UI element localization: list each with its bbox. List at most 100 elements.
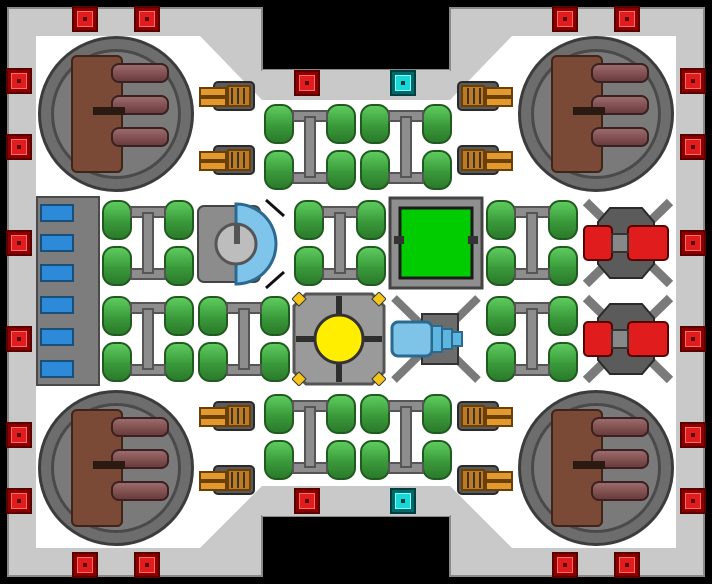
gun-barrel bbox=[199, 97, 227, 107]
connector-port[interactable] bbox=[680, 68, 706, 94]
connector-port[interactable] bbox=[72, 6, 98, 32]
large-thruster[interactable] bbox=[518, 36, 674, 192]
autocannon[interactable] bbox=[452, 394, 514, 438]
tank-cylinder bbox=[356, 200, 386, 240]
tank-pipe bbox=[400, 116, 412, 178]
reactor-bolt bbox=[292, 371, 307, 386]
thruster-nozzle bbox=[591, 63, 649, 83]
laser-coupler bbox=[611, 233, 629, 253]
tank-pipe bbox=[526, 308, 538, 370]
autocannon[interactable] bbox=[198, 74, 260, 118]
autocannon[interactable] bbox=[452, 458, 514, 502]
connector-port[interactable] bbox=[6, 230, 32, 256]
battery-bank[interactable] bbox=[36, 196, 100, 386]
connector-port[interactable] bbox=[680, 134, 706, 160]
ion-coil bbox=[451, 331, 463, 347]
autocannon[interactable] bbox=[452, 74, 514, 118]
fuel-tank[interactable] bbox=[100, 196, 194, 290]
connector-port[interactable] bbox=[680, 230, 706, 256]
tank-cylinder bbox=[102, 200, 132, 240]
battery-cell bbox=[40, 296, 74, 314]
autocannon[interactable] bbox=[198, 138, 260, 182]
laser-turret[interactable] bbox=[580, 196, 676, 290]
tank-pipe bbox=[304, 406, 316, 468]
large-thruster[interactable] bbox=[38, 390, 194, 546]
reactor-conduit bbox=[296, 336, 314, 342]
thruster-slot bbox=[93, 107, 125, 115]
fuel-tank[interactable] bbox=[484, 292, 578, 386]
connector-port[interactable] bbox=[294, 488, 320, 514]
connector-port[interactable] bbox=[6, 326, 32, 352]
tank-cylinder bbox=[264, 150, 294, 190]
fuel-tank[interactable] bbox=[358, 100, 452, 194]
tank-cylinder bbox=[360, 394, 390, 434]
fuel-tank[interactable] bbox=[100, 292, 194, 386]
reactor-glow-icon bbox=[313, 313, 365, 365]
autocannon[interactable] bbox=[452, 138, 514, 182]
tank-cylinder bbox=[548, 200, 578, 240]
tank-cylinder bbox=[486, 342, 516, 382]
connector-port[interactable] bbox=[680, 326, 706, 352]
shield-generator[interactable] bbox=[196, 198, 290, 290]
reactor-core[interactable] bbox=[292, 292, 386, 386]
tank-pipe bbox=[304, 116, 316, 178]
thruster-nozzle bbox=[111, 449, 169, 469]
laser-capacitor bbox=[627, 321, 669, 357]
autocannon[interactable] bbox=[198, 394, 260, 438]
connector-port[interactable] bbox=[614, 552, 640, 578]
gun-barrel bbox=[485, 151, 513, 161]
command-bridge[interactable] bbox=[388, 196, 484, 290]
tank-cylinder bbox=[356, 246, 386, 286]
tank-cylinder bbox=[102, 342, 132, 382]
connector-port[interactable] bbox=[6, 68, 32, 94]
tank-cylinder bbox=[360, 104, 390, 144]
thruster-nozzle bbox=[591, 127, 649, 147]
bridge-latch bbox=[394, 236, 404, 244]
tank-cylinder bbox=[198, 342, 228, 382]
tank-cylinder bbox=[548, 296, 578, 336]
fuel-tank[interactable] bbox=[292, 196, 386, 290]
reactor-conduit bbox=[336, 296, 342, 314]
fuel-tank[interactable] bbox=[262, 100, 356, 194]
gun-barrel bbox=[485, 481, 513, 491]
tank-cylinder bbox=[422, 150, 452, 190]
connector-port[interactable] bbox=[134, 6, 160, 32]
connector-port[interactable] bbox=[6, 422, 32, 448]
thruster-nozzle bbox=[111, 63, 169, 83]
connector-port[interactable] bbox=[134, 552, 160, 578]
tank-cylinder bbox=[360, 440, 390, 480]
battery-cell bbox=[40, 204, 74, 222]
connector-port[interactable] bbox=[614, 6, 640, 32]
tank-cylinder bbox=[164, 200, 194, 240]
tank-cylinder bbox=[164, 342, 194, 382]
connector-port[interactable] bbox=[6, 134, 32, 160]
connector-port[interactable] bbox=[680, 488, 706, 514]
fuel-tank[interactable] bbox=[262, 390, 356, 484]
connector-port[interactable] bbox=[72, 552, 98, 578]
tank-pipe bbox=[526, 212, 538, 274]
connector-port[interactable] bbox=[552, 552, 578, 578]
fuel-tank[interactable] bbox=[196, 292, 290, 386]
connector-port[interactable] bbox=[680, 422, 706, 448]
connector-port-cyan[interactable] bbox=[390, 70, 416, 96]
large-thruster[interactable] bbox=[518, 390, 674, 546]
gun-barrel bbox=[485, 97, 513, 107]
connector-port[interactable] bbox=[552, 6, 578, 32]
autocannon[interactable] bbox=[198, 458, 260, 502]
tank-cylinder bbox=[326, 440, 356, 480]
laser-turret[interactable] bbox=[580, 292, 676, 386]
tank-cylinder bbox=[260, 342, 290, 382]
tank-cylinder bbox=[422, 104, 452, 144]
ion-cannon[interactable] bbox=[388, 292, 484, 386]
connector-port[interactable] bbox=[294, 70, 320, 96]
connector-port[interactable] bbox=[6, 488, 32, 514]
large-thruster[interactable] bbox=[38, 36, 194, 192]
fuel-tank[interactable] bbox=[358, 390, 452, 484]
bridge-latch bbox=[468, 236, 478, 244]
gun-barrel bbox=[199, 407, 227, 417]
reactor-bolt bbox=[292, 292, 307, 307]
tank-cylinder bbox=[102, 246, 132, 286]
fuel-tank[interactable] bbox=[484, 196, 578, 290]
connector-port-cyan[interactable] bbox=[390, 488, 416, 514]
reactor-bolt bbox=[371, 292, 386, 307]
